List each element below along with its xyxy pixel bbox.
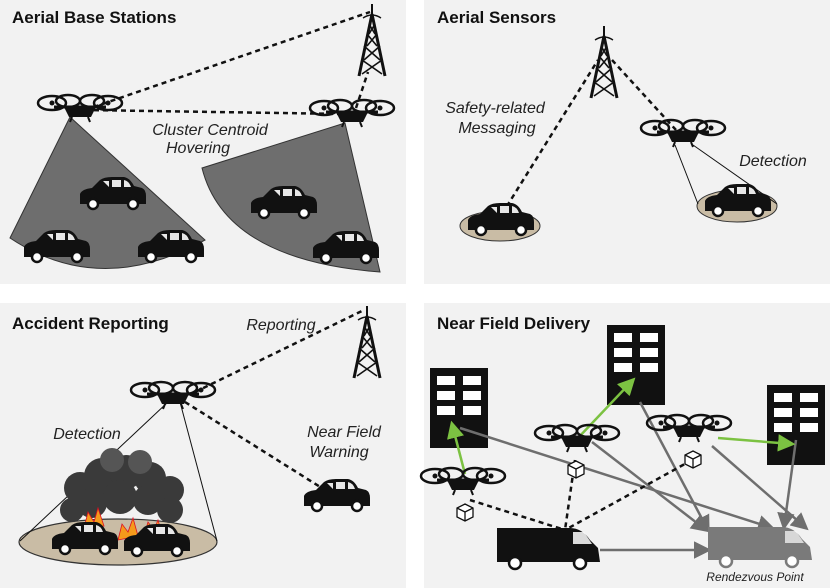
reporting-links: [184, 308, 365, 492]
near-field-delivery-group: Near Field Delivery Rendezvous Point: [419, 314, 825, 584]
building-icon: [767, 385, 825, 465]
accident-reporting-group: Accident Reporting Reporting Detection N…: [12, 304, 382, 566]
panel-title: Aerial Base Stations: [12, 8, 176, 27]
detection-label: Detection: [739, 153, 807, 170]
reporting-label: Reporting: [246, 317, 315, 334]
aerial-base-stations-group: Aerial Base Stations Cluster Centroid Ho…: [9, 2, 396, 273]
near-field-warning-label: Near Field: [307, 424, 382, 441]
safety-messaging-label: Messaging: [458, 120, 535, 137]
backhaul-links: [84, 10, 371, 116]
building-icon: [430, 368, 488, 448]
panel-aerial-sensors: [424, 0, 830, 284]
green-deliveries: [447, 377, 796, 475]
panel-title: Aerial Sensors: [437, 8, 556, 27]
aerial-sensors-group: Aerial Sensors Safety-related Messaging …: [437, 8, 807, 242]
panel-title: Near Field Delivery: [437, 314, 591, 333]
messaging-links: [500, 59, 677, 215]
smoke-cloud: [60, 448, 184, 523]
safety-messaging-label: Safety-related: [445, 100, 546, 117]
rendezvous-van-icon: [708, 527, 812, 569]
near-field-warning-label: Warning: [309, 444, 368, 461]
detection-label: Detection: [53, 426, 121, 443]
rendezvous-point-label: Rendezvous Point: [706, 570, 804, 584]
package-icon: [684, 450, 702, 469]
grey-routes: [459, 401, 809, 559]
panel-title: Accident Reporting: [12, 314, 169, 333]
delivery-van-icon: [497, 528, 600, 571]
package-icon: [456, 503, 474, 522]
hovering-label: Hovering: [166, 140, 230, 157]
package-icon: [567, 460, 585, 479]
building-icon: [607, 325, 665, 405]
cluster-centroid-label: Cluster Centroid: [152, 122, 269, 139]
